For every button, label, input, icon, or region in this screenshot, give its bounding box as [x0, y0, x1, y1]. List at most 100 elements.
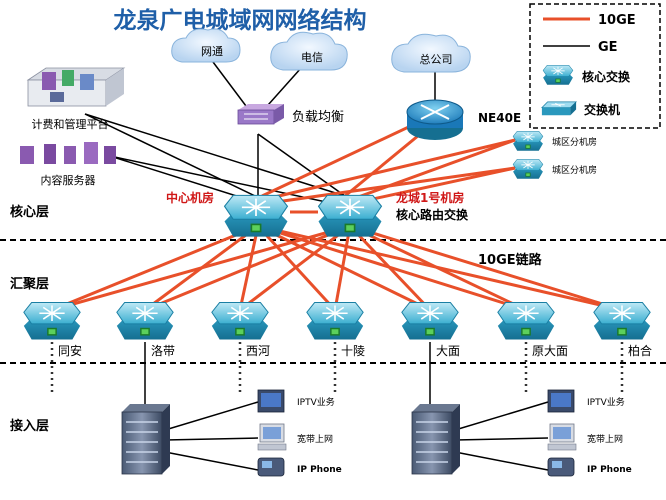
aggregation-node-label: 柏合 [628, 343, 652, 358]
legend-10ge-label: 10GE [598, 13, 636, 28]
server-icon [20, 142, 116, 164]
core-node-central: 中心机房 [166, 190, 289, 238]
core-switch-icon [512, 130, 544, 152]
link-district1-core2 [349, 138, 516, 202]
link-district2-core2 [349, 166, 516, 206]
load-balancer-label: 负载均衡 [292, 110, 344, 125]
access-services-right: IPTV业务 宽带上网 IP Phone [547, 389, 632, 477]
access-rack-right [411, 404, 460, 475]
core-node-label: 中心机房 [166, 190, 214, 205]
router-label: NE40E [478, 111, 521, 125]
load-balancer: 负载均衡 [237, 104, 344, 125]
link-core1-agg-6 [257, 224, 623, 312]
10ge-links [51, 122, 623, 312]
aggregation-node-label: 西河 [246, 344, 270, 358]
core-switch-icon [497, 301, 555, 341]
core-switch-icon [211, 301, 269, 341]
aggregation-node-label: 洛带 [151, 343, 175, 358]
content-servers-label: 内容服务器 [41, 173, 96, 187]
layer-label-aggregation: 汇聚层 [10, 277, 49, 292]
router-arrows-icon [420, 104, 450, 120]
access-services-left: IPTV业务 宽带上网 IP Phone [257, 389, 342, 477]
core-node-longcheng: 龙城1号机房 核心路由交换 [317, 190, 469, 238]
10ge-link-label: 10GE链路 [478, 252, 543, 268]
ne40e-router: NE40E [406, 99, 521, 140]
aggregation-node-label: 十陵 [341, 344, 365, 358]
legend-switch-icon [541, 101, 577, 116]
district-room-label: 城区分机房 [552, 164, 597, 176]
rack-icon [412, 404, 460, 412]
aggregation-node-2: 西河 [211, 301, 270, 358]
access-rack-left [121, 404, 170, 475]
link-router-core2 [344, 124, 431, 198]
link-core1-agg-2 [238, 225, 260, 311]
core-switch-icon [23, 301, 81, 341]
rack-icon [122, 404, 170, 412]
core-node-label: 龙城1号机房 [396, 190, 464, 205]
layer-label-core: 核心层 [10, 204, 49, 220]
cloud-label: 网通 [201, 45, 223, 58]
service-label: 宽带上网 [587, 433, 623, 445]
legend-core-switch-label: 核心交换 [582, 69, 631, 84]
district-room-label: 城区分机房 [552, 136, 597, 148]
iptv-service: IPTV业务 [547, 389, 625, 413]
layer-label-access: 接入层 [10, 418, 49, 434]
ge-links [84, 57, 436, 207]
service-label: IP Phone [587, 465, 632, 475]
aggregation-node-label: 同安 [58, 343, 82, 358]
link-core1-agg-4 [257, 224, 431, 312]
load-balancer-icon [238, 104, 284, 110]
cloud-icon [391, 33, 471, 73]
access-links [144, 342, 549, 471]
cloud-icon [270, 31, 348, 71]
aggregation-node-4: 大面 [401, 301, 460, 358]
aggregation-node-6: 柏合 [593, 301, 652, 358]
cloud-zonggongsi: 总公司 [391, 33, 471, 73]
core-switch-icon [306, 301, 364, 341]
link-district2-core1 [261, 166, 516, 206]
aggregation-nodes: 同安 洛带 西河 十陵 大面 原大面 柏合 [23, 301, 652, 358]
link-district1-core1 [261, 138, 516, 202]
service-label: IPTV业务 [587, 396, 625, 408]
iptv-service: IPTV业务 [257, 389, 335, 413]
billing-platform-label: 计费和管理平台 [32, 117, 109, 131]
cloud-icon [171, 28, 241, 63]
service-label: IP Phone [297, 465, 342, 475]
link-core1-agg-1 [144, 224, 259, 312]
legend-ge-label: GE [598, 40, 618, 55]
aggregation-node-label: 原大面 [532, 344, 568, 358]
district-room-2: 城区分机房 [512, 158, 597, 180]
cloud-label: 电信 [301, 51, 323, 64]
aggregation-node-5: 原大面 [497, 301, 568, 358]
billing-platform: 计费和管理平台 [26, 67, 126, 131]
link-router-core1 [261, 122, 416, 198]
cloud-label: 总公司 [420, 52, 453, 66]
core-switch-icon [401, 301, 459, 341]
broadband-service: 宽带上网 [547, 423, 623, 451]
link-core1-agg-5 [257, 224, 527, 312]
aggregation-node-3: 十陵 [306, 301, 365, 358]
page-title: 龙泉广电城域网网络结构 [114, 7, 367, 34]
content-servers: 内容服务器 [20, 142, 116, 187]
core-node-sublabel: 核心路由交换 [396, 207, 469, 222]
aggregation-node-0: 同安 [23, 301, 82, 358]
core-switch-icon [116, 301, 174, 341]
ip-phone-service: IP Phone [257, 457, 342, 477]
core-switch-icon [317, 194, 383, 238]
aggregation-node-label: 大面 [436, 344, 460, 358]
cloud-dianxin: 电信 [270, 31, 348, 71]
core-switch-icon [223, 194, 289, 238]
legend-switch-label: 交换机 [584, 102, 620, 117]
district-room-1: 城区分机房 [512, 130, 597, 152]
service-label: 宽带上网 [297, 433, 333, 445]
link-core2-agg-6 [349, 224, 623, 312]
core-switch-icon [512, 158, 544, 180]
legend: 10GE GE 核心交换 交换机 [529, 3, 661, 129]
core-switch-icon [593, 301, 651, 341]
service-label: IPTV业务 [297, 396, 335, 408]
aggregation-node-1: 洛带 [116, 301, 175, 358]
cloud-wangtong: 网通 [171, 28, 241, 63]
link-core1-agg-3 [256, 224, 337, 312]
